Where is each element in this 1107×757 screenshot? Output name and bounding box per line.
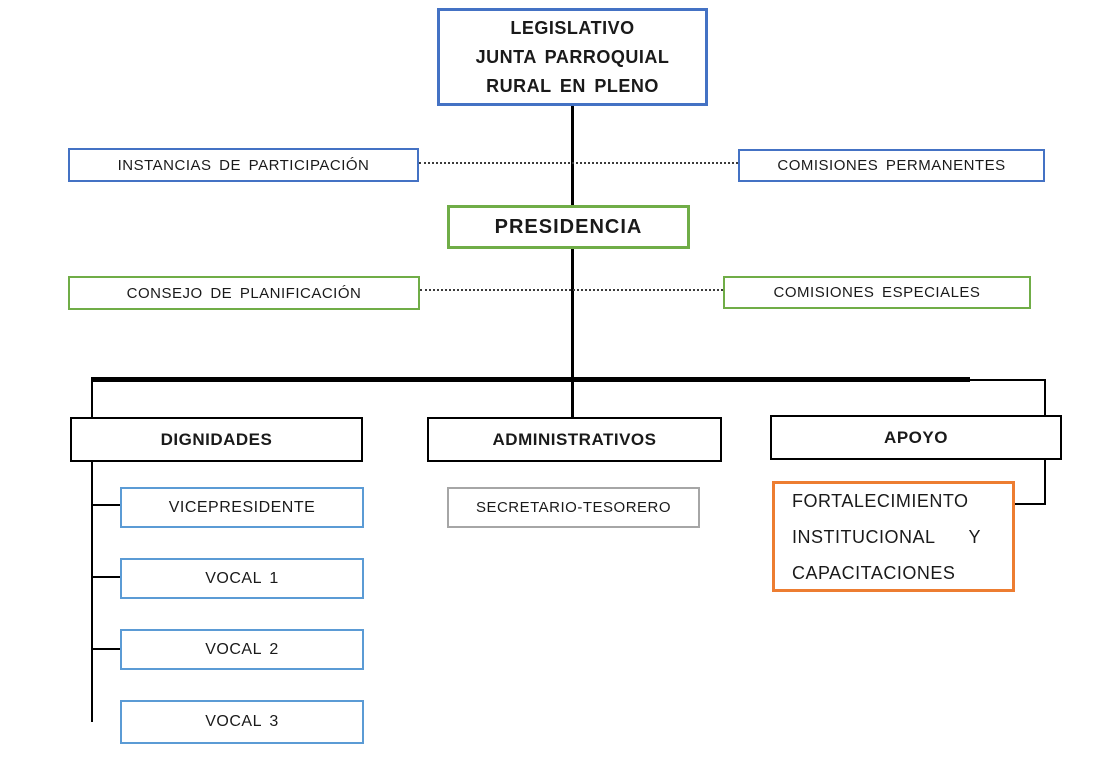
node-label: VOCAL 1	[205, 569, 279, 587]
node-label: CAPACITACIONES	[792, 562, 956, 583]
node-vicepresidente: VICEPRESIDENTE	[120, 487, 364, 528]
node-label: VOCAL 2	[205, 640, 279, 658]
node-vocal-1: VOCAL 1	[120, 558, 364, 599]
node-label: JUNTA PARROQUIAL	[475, 46, 670, 67]
node-label: COMISIONES ESPECIALES	[773, 284, 981, 301]
connector-dotted-participacion-permanentes	[419, 162, 738, 164]
node-label: FORTALECIMIENTO	[792, 490, 969, 511]
connector-stub-vocal-2	[92, 648, 120, 650]
node-comisiones-especiales: COMISIONES ESPECIALES	[723, 276, 1031, 309]
node-apoyo: APOYO	[770, 415, 1062, 460]
node-dignidades: DIGNIDADES	[70, 417, 363, 462]
connector-dotted-consejo-especiales	[420, 289, 723, 291]
node-administrativos: ADMINISTRATIVOS	[427, 417, 722, 462]
node-label: DIGNIDADES	[160, 429, 273, 449]
node-label: LEGISLATIVO	[510, 17, 635, 38]
node-instancias-de-participacion: INSTANCIAS DE PARTICIPACIÓN	[68, 148, 419, 182]
connector-presidencia-administrativos	[571, 249, 574, 417]
node-label: INSTANCIAS DE PARTICIPACIÓN	[117, 156, 370, 174]
connector-stub-vicepresidente	[92, 504, 120, 506]
connector-horizontal-thick	[91, 377, 970, 382]
node-label: COMISIONES PERMANENTES	[777, 157, 1006, 174]
node-label: PRESIDENCIA	[494, 215, 643, 238]
connector-apoyo-fortalecimiento	[1044, 459, 1046, 505]
connector-stub-fortalecimiento	[1015, 503, 1046, 505]
connector-down-apoyo	[1044, 380, 1046, 416]
connector-down-dignidades	[91, 380, 93, 418]
node-label: ADMINISTRATIVOS	[492, 429, 657, 449]
connector-dignidades-children-spine	[91, 461, 93, 722]
node-consejo-de-planificacion: CONSEJO DE PLANIFICACIÓN	[68, 276, 420, 310]
node-label: CONSEJO DE PLANIFICACIÓN	[126, 284, 362, 302]
node-fortalecimiento-institucional: FORTALECIMIENTO INSTITUCIONAL Y CAPACITA…	[772, 481, 1015, 592]
node-label: RURAL EN PLENO	[486, 75, 659, 96]
node-label: SECRETARIO-TESORERO	[475, 499, 672, 516]
node-legislativo-junta-parroquial: LEGISLATIVO JUNTA PARROQUIAL RURAL EN PL…	[437, 8, 708, 106]
node-label: APOYO	[884, 427, 948, 447]
connector-stub-vocal-1	[92, 576, 120, 578]
connector-horizontal-right-thin	[968, 379, 1046, 381]
node-label: VOCAL 3	[205, 713, 279, 730]
node-vocal-3: VOCAL 3	[120, 700, 364, 744]
node-comisiones-permanentes: COMISIONES PERMANENTES	[738, 149, 1045, 182]
connector-legislativo-presidencia	[571, 106, 574, 206]
node-secretario-tesorero: SECRETARIO-TESORERO	[447, 487, 700, 528]
node-label: INSTITUCIONAL Y	[792, 526, 982, 547]
node-presidencia: PRESIDENCIA	[447, 205, 690, 249]
node-vocal-2: VOCAL 2	[120, 629, 364, 670]
node-label: VICEPRESIDENTE	[168, 498, 316, 516]
